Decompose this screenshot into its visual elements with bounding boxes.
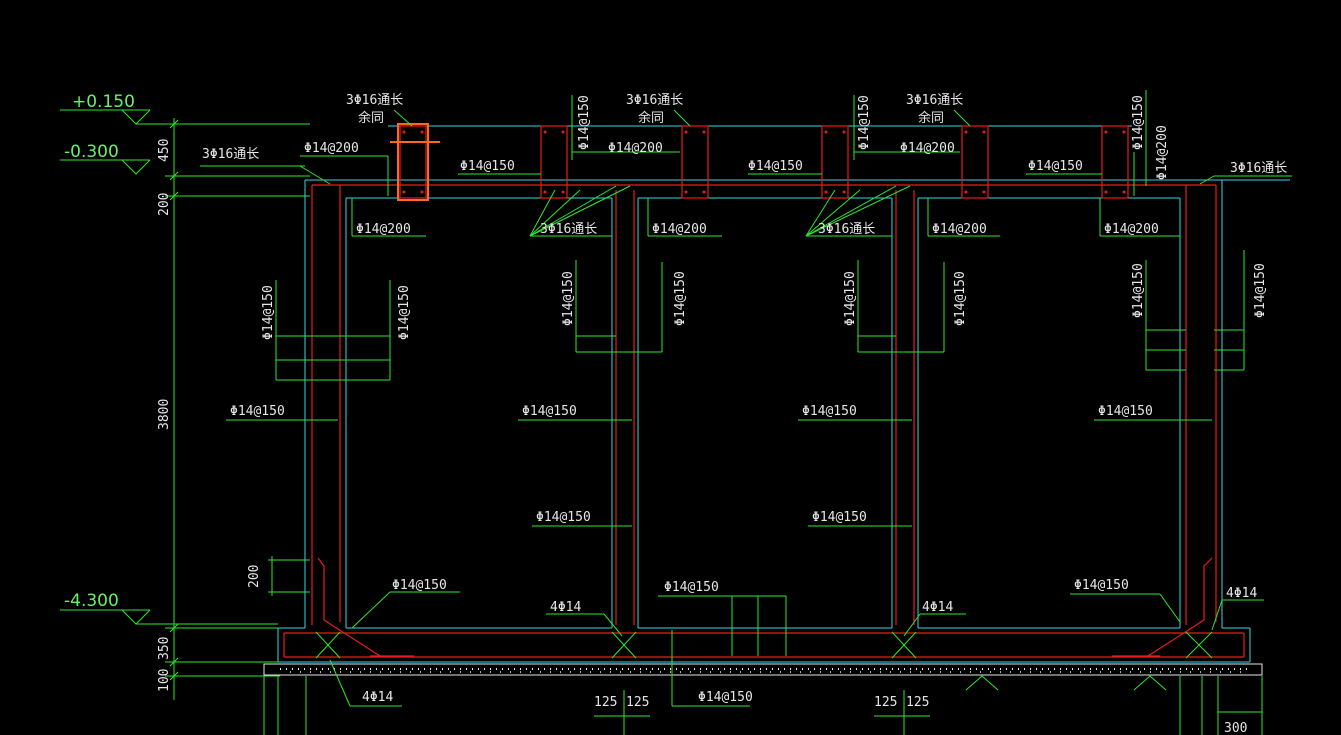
label-3phi16-b1: 3Φ16通长 xyxy=(540,222,597,237)
label-d14-150-w5: Φ14@150 xyxy=(536,510,591,525)
label-d14-200-g: Φ14@200 xyxy=(1104,222,1159,237)
label-d14-200-d: Φ14@200 xyxy=(356,222,411,237)
rebar-dots xyxy=(402,130,1126,194)
label-d14-150-w3: Φ14@150 xyxy=(802,404,857,419)
leader-lines xyxy=(200,90,1292,735)
label-d14-150-b2: Φ14@150 xyxy=(664,580,719,595)
dim-300: 300 xyxy=(1224,721,1247,735)
label-d14-150-w6: Φ14@150 xyxy=(812,510,867,525)
label-d14-150-v4: Φ14@150 xyxy=(261,285,276,340)
level-bottom-label: -4.300 xyxy=(64,591,119,611)
label-d14-150-v3: Φ14@150 xyxy=(1131,95,1146,150)
left-dimension-chain xyxy=(165,118,310,700)
dim-125-b: 125 xyxy=(626,695,649,710)
label-4phi14-2: 4Φ14 xyxy=(922,600,953,615)
base-cross-marks xyxy=(315,631,1213,691)
dim-450: 450 xyxy=(157,139,172,162)
dim-200-top: 200 xyxy=(157,193,172,216)
dim-125-d: 125 xyxy=(906,695,929,710)
label-d14-150-t2: Φ14@150 xyxy=(748,159,803,174)
label-4phi14-3: 4Φ14 xyxy=(1226,586,1257,601)
dim-100: 100 xyxy=(157,669,172,692)
label-d14-150-t3: Φ14@150 xyxy=(1028,159,1083,174)
label-rest-same-3: 余同 xyxy=(918,110,944,126)
dim-200-haunch: 200 xyxy=(247,565,262,588)
label-4phi14-4: 4Φ14 xyxy=(362,690,393,705)
label-3phi16-right: 3Φ16通长 xyxy=(1230,161,1287,176)
dim-350: 350 xyxy=(157,637,172,660)
label-d14-150-v9: Φ14@150 xyxy=(953,271,968,326)
level-top-label: +0.150 xyxy=(72,92,135,112)
label-3phi16-3: 3Φ16通长 xyxy=(906,93,963,108)
label-d14-200-f: Φ14@200 xyxy=(932,222,987,237)
label-d14-150-b4: Φ14@150 xyxy=(698,690,753,705)
label-d14-200-a: Φ14@200 xyxy=(304,141,359,156)
label-d14-150-v7: Φ14@150 xyxy=(673,271,688,326)
label-d14-150-v8: Φ14@150 xyxy=(843,271,858,326)
dim-3800: 3800 xyxy=(157,399,172,430)
rebar-lines xyxy=(283,123,1245,658)
cushion-layer xyxy=(263,663,1263,676)
label-d14-150-v1: Φ14@150 xyxy=(577,95,592,150)
label-d14-150-b1: Φ14@150 xyxy=(392,578,447,593)
label-d14-200-b: Φ14@200 xyxy=(608,141,663,156)
label-d14-200-v: Φ14@200 xyxy=(1155,125,1170,180)
label-d14-150-t1: Φ14@150 xyxy=(460,159,515,174)
label-3phi16-2: 3Φ16通长 xyxy=(626,93,683,108)
label-d14-150-b3: Φ14@150 xyxy=(1074,578,1129,593)
label-d14-150-w1: Φ14@150 xyxy=(230,404,285,419)
label-d14-150-v5: Φ14@150 xyxy=(397,285,412,340)
dim-125-a: 125 xyxy=(594,695,617,710)
label-d14-150-w4: Φ14@150 xyxy=(1098,404,1153,419)
label-d14-150-v2: Φ14@150 xyxy=(857,95,872,150)
label-d14-200-c: Φ14@200 xyxy=(900,141,955,156)
label-rest-same-2: 余同 xyxy=(638,110,664,126)
dim-125-c: 125 xyxy=(874,695,897,710)
label-d14-150-w2: Φ14@150 xyxy=(522,404,577,419)
label-d14-150-v11: Φ14@150 xyxy=(1253,263,1268,318)
label-3phi16-b2: 3Φ16通长 xyxy=(818,222,875,237)
label-d14-150-v6: Φ14@150 xyxy=(561,271,576,326)
level-mid-label: -0.300 xyxy=(64,142,119,162)
label-4phi14-1: 4Φ14 xyxy=(550,600,581,615)
label-3phi16-left: 3Φ16通长 xyxy=(202,147,259,162)
label-d14-150-v10: Φ14@150 xyxy=(1131,263,1146,318)
label-d14-200-e: Φ14@200 xyxy=(652,222,707,237)
label-rest-same-1: 余同 xyxy=(358,110,384,126)
concrete-outline xyxy=(277,125,1290,663)
level-marks xyxy=(60,109,290,625)
label-3phi16-1: 3Φ16通长 xyxy=(346,93,403,108)
